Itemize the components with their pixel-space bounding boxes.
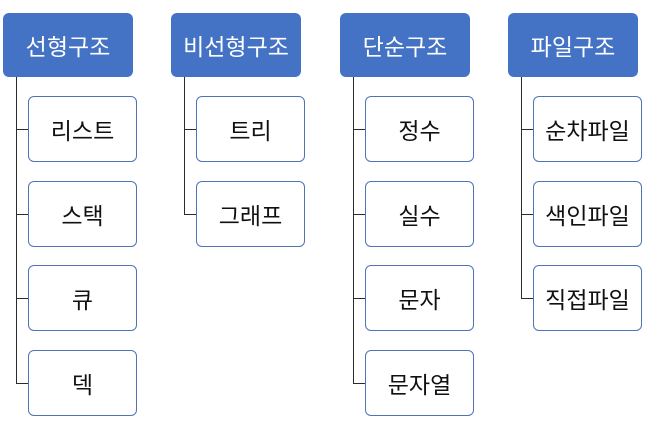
category-item: 직접파일 bbox=[533, 265, 642, 331]
category-item: 트리 bbox=[196, 96, 305, 162]
category-item: 스택 bbox=[28, 180, 137, 247]
connector-branch bbox=[521, 129, 533, 130]
category-item: 그래프 bbox=[196, 180, 305, 247]
category-item: 덱 bbox=[28, 349, 137, 416]
category-header: 파일구조 bbox=[508, 13, 638, 77]
connector-branch bbox=[16, 298, 28, 299]
connector-branch bbox=[353, 213, 365, 215]
connector-trunk bbox=[184, 77, 185, 214]
connector-trunk bbox=[521, 77, 522, 298]
connector-branch bbox=[353, 382, 365, 384]
category-header: 선형구조 bbox=[3, 13, 133, 77]
connector-branch bbox=[521, 298, 533, 299]
category-item: 정수 bbox=[365, 96, 474, 162]
connector-branch bbox=[184, 213, 196, 215]
connector-branch bbox=[16, 213, 28, 215]
connector-branch bbox=[184, 129, 196, 130]
category-item: 큐 bbox=[28, 265, 137, 331]
category-item: 색인파일 bbox=[533, 180, 642, 247]
category-item: 문자 bbox=[365, 265, 474, 331]
connector-branch bbox=[521, 213, 533, 215]
category-item: 문자열 bbox=[365, 349, 474, 416]
connector-branch bbox=[353, 129, 365, 130]
connector-branch bbox=[353, 298, 365, 299]
connector-branch bbox=[16, 129, 28, 130]
connector-trunk bbox=[16, 77, 17, 383]
connector-trunk bbox=[353, 77, 354, 383]
category-header: 단순구조 bbox=[340, 13, 470, 77]
category-item: 순차파일 bbox=[533, 96, 642, 162]
connector-branch bbox=[16, 382, 28, 384]
category-header: 비선형구조 bbox=[171, 13, 301, 77]
category-item: 리스트 bbox=[28, 96, 137, 162]
category-item: 실수 bbox=[365, 180, 474, 247]
